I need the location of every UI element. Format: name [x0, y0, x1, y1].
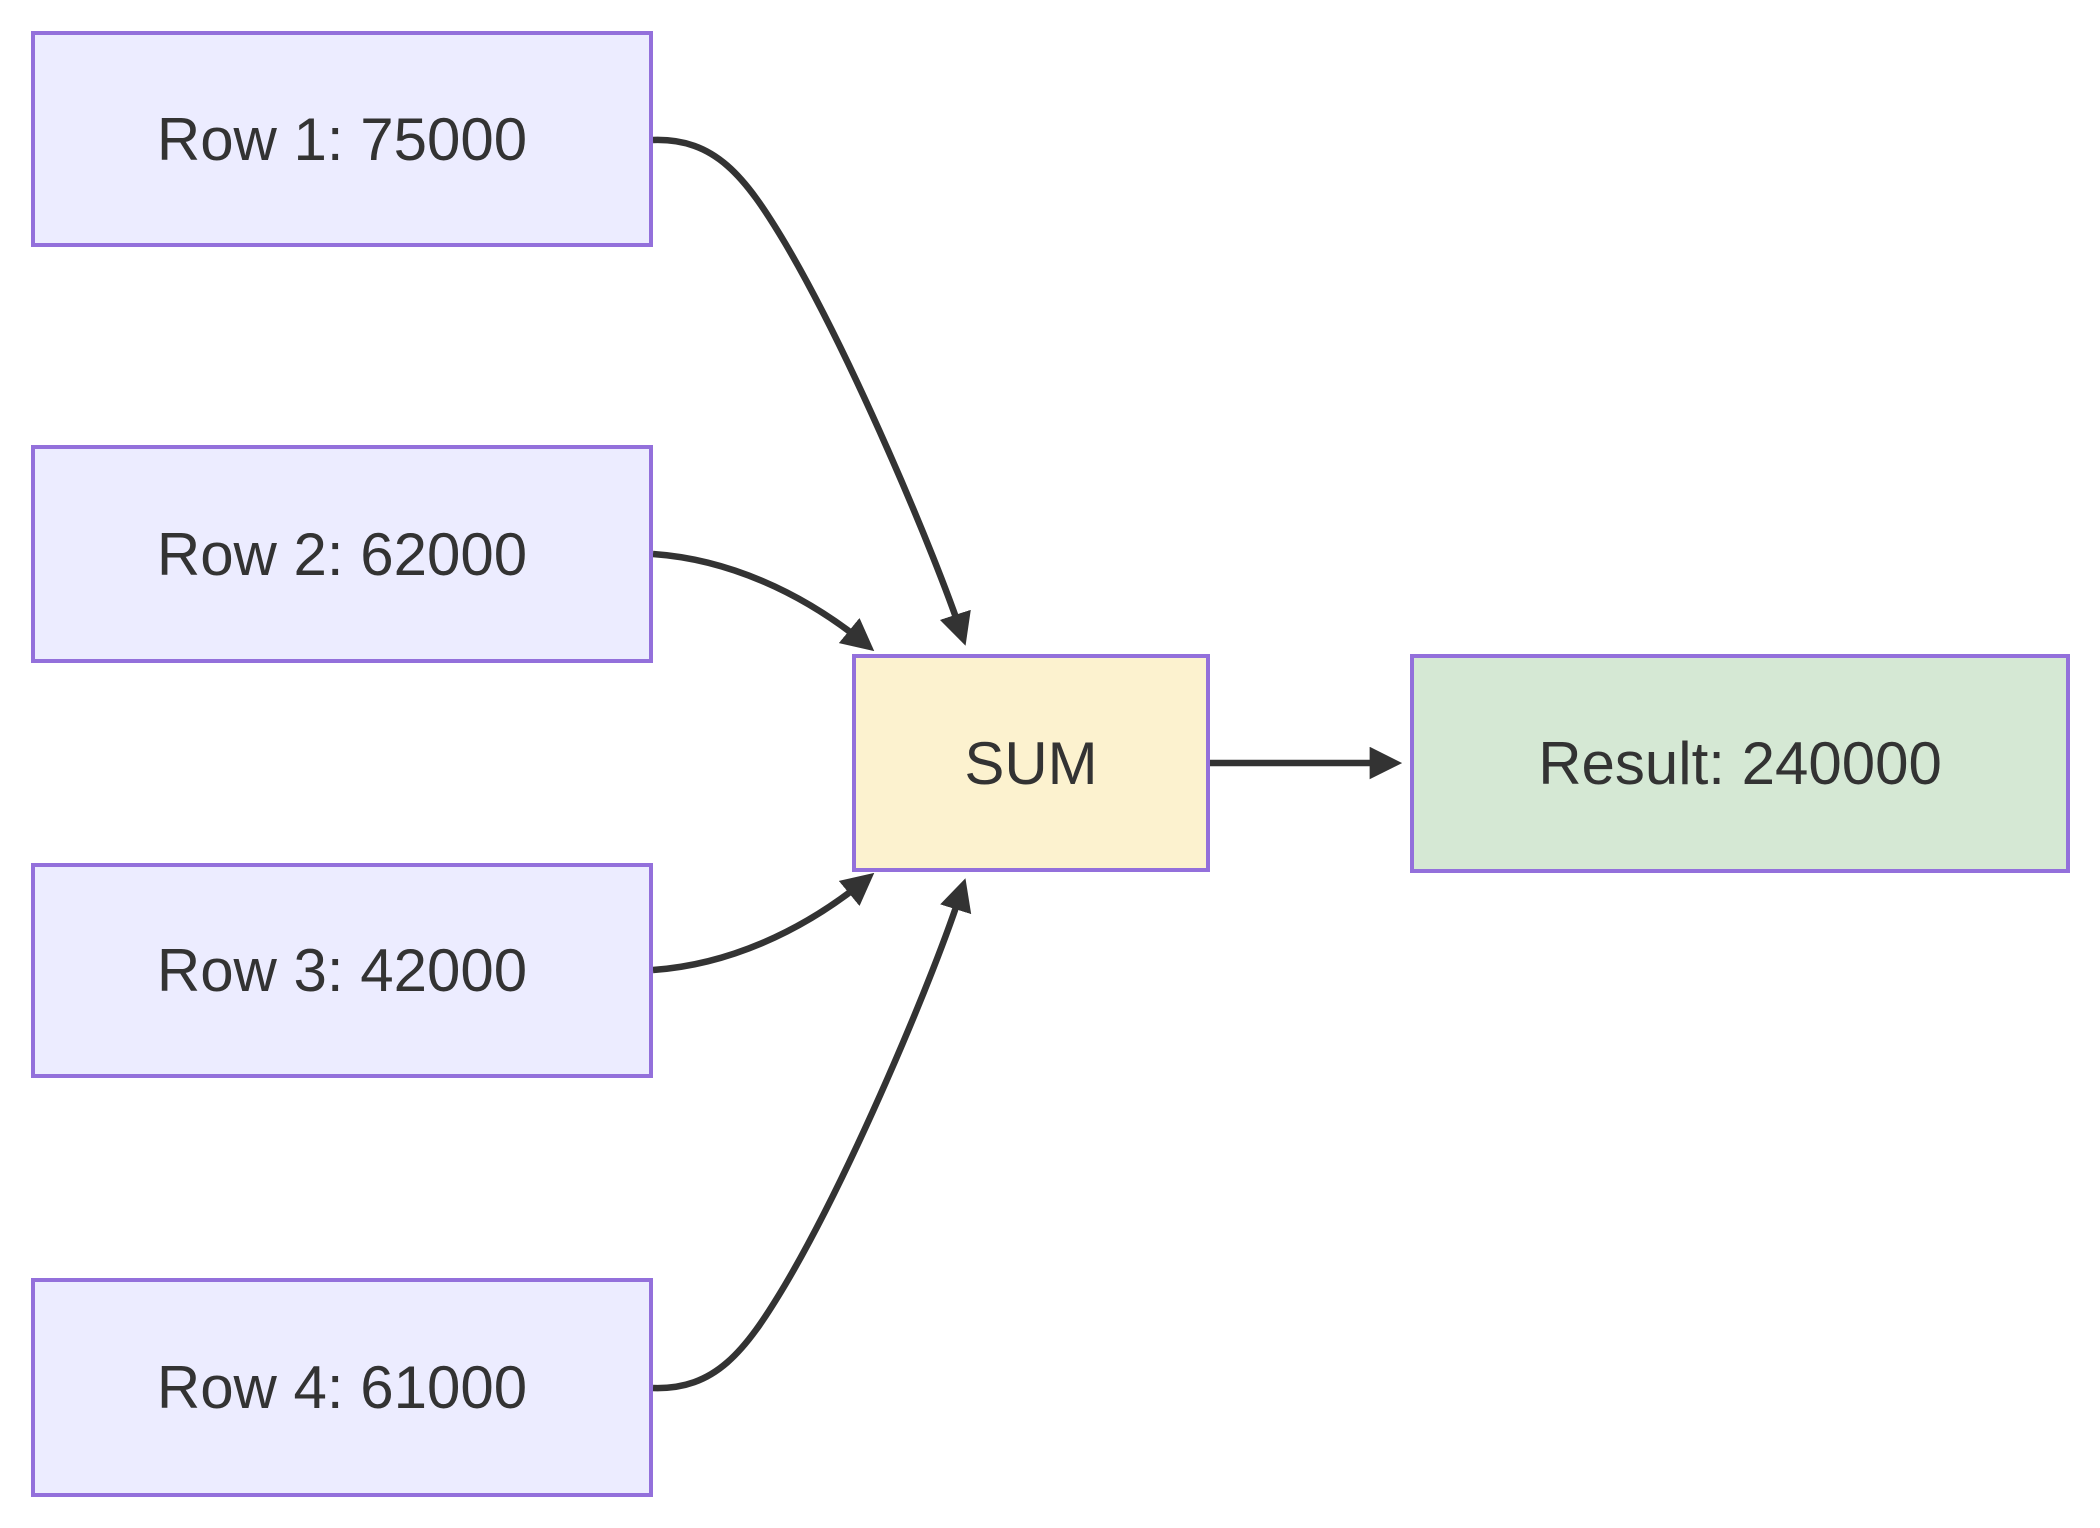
- node-row4: Row 4: 61000: [31, 1278, 653, 1497]
- node-result-label: Result: 240000: [1538, 730, 1942, 797]
- node-row1-label: Row 1: 75000: [156, 105, 528, 173]
- node-row3: Row 3: 42000: [31, 863, 653, 1078]
- edge-row2-to-sum: [652, 550, 875, 652]
- node-sum: SUM: [852, 654, 1210, 872]
- node-result: Result: 240000: [1410, 654, 2070, 873]
- edge-row1-to-sum: [652, 136, 971, 646]
- node-row2: Row 2: 62000: [31, 445, 653, 663]
- node-row4-label: Row 4: 61000: [156, 1354, 528, 1421]
- node-row2-label: Row 2: 62000: [156, 520, 528, 588]
- edge-row3-to-sum: [652, 872, 875, 974]
- node-row1: Row 1: 75000: [31, 31, 653, 247]
- node-row3-label: Row 3: 42000: [156, 937, 528, 1004]
- edge-row4-to-sum: [652, 878, 972, 1392]
- node-sum-label: SUM: [964, 729, 1098, 797]
